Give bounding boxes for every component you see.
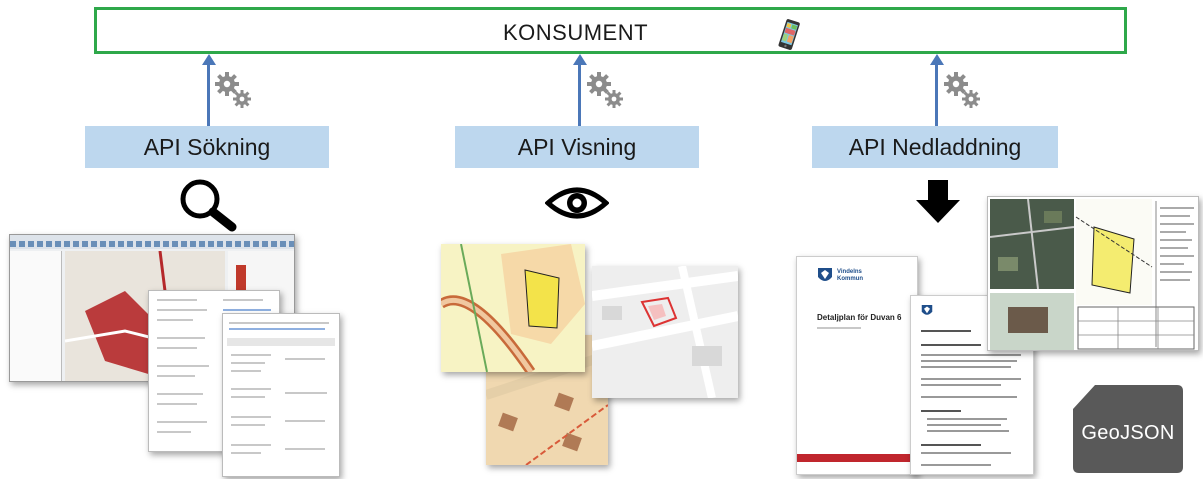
plan-document-title: Detaljplan för Duvan 6: [817, 313, 902, 322]
consumer-label: KONSUMENT: [502, 20, 649, 45]
geojson-file-icon: [1073, 385, 1183, 473]
map-tile-plan: [441, 244, 585, 372]
gears-icon: [587, 72, 623, 108]
arrow-sokning: [207, 63, 210, 127]
arrow-head-sokning: [201, 54, 216, 65]
arrow-nedladdning: [935, 63, 938, 127]
gears-icon: [944, 72, 980, 108]
arrow-head-visning: [572, 54, 587, 65]
magnifier-icon: [180, 179, 237, 232]
consumer-bar: KONSUMENT: [94, 7, 1127, 54]
plan-map-sheet: [987, 196, 1199, 351]
municipality-crest-icon: [921, 305, 933, 315]
plan-document-cover: Vindelns Kommun Detaljplan för Duvan 6: [796, 256, 918, 475]
api-visning-box: API Visning: [455, 126, 699, 168]
search-result-document: [222, 313, 340, 477]
gears-icon: [215, 72, 251, 108]
municipality-crest-icon: [818, 268, 832, 281]
smartphone-icon: [778, 19, 800, 50]
download-arrow-icon: [916, 180, 960, 223]
municipality-name: Vindelns Kommun: [837, 269, 863, 282]
map-tile-gray: [592, 266, 738, 398]
eye-icon: [545, 187, 609, 219]
api-sokning-box: API Sökning: [85, 126, 329, 168]
geojson-label: GeoJSON: [1081, 422, 1175, 444]
arrow-visning: [578, 63, 581, 127]
api-nedladdning-box: API Nedladdning: [812, 126, 1058, 168]
arrow-head-nedladdning: [929, 54, 944, 65]
